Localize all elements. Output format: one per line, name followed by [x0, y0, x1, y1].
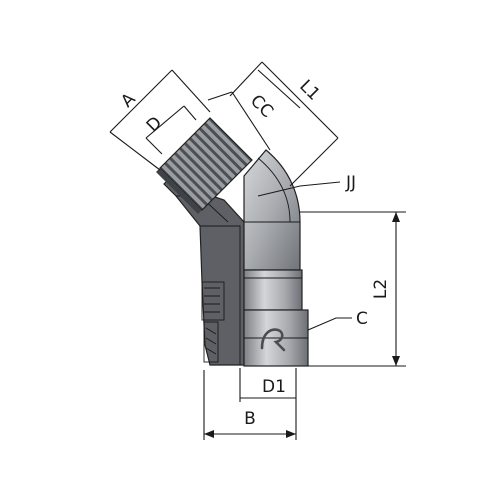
label-d: D: [143, 113, 166, 136]
male-thread: [156, 117, 253, 214]
label-jj: JJ: [345, 173, 356, 193]
label-d1: D1: [262, 377, 286, 397]
female-thread-section: [201, 281, 225, 363]
elbow: [243, 149, 301, 271]
r-logo-icon: [260, 328, 286, 352]
fitting-body: [243, 149, 309, 367]
label-a: A: [117, 89, 140, 112]
label-b: B: [244, 409, 256, 429]
label-l2: L2: [371, 279, 391, 299]
swivel-neck: [243, 269, 303, 311]
label-c: C: [356, 309, 368, 329]
dimension-lines: [109, 61, 406, 440]
label-l1: L1: [295, 76, 323, 104]
label-cc: CC: [246, 91, 277, 122]
